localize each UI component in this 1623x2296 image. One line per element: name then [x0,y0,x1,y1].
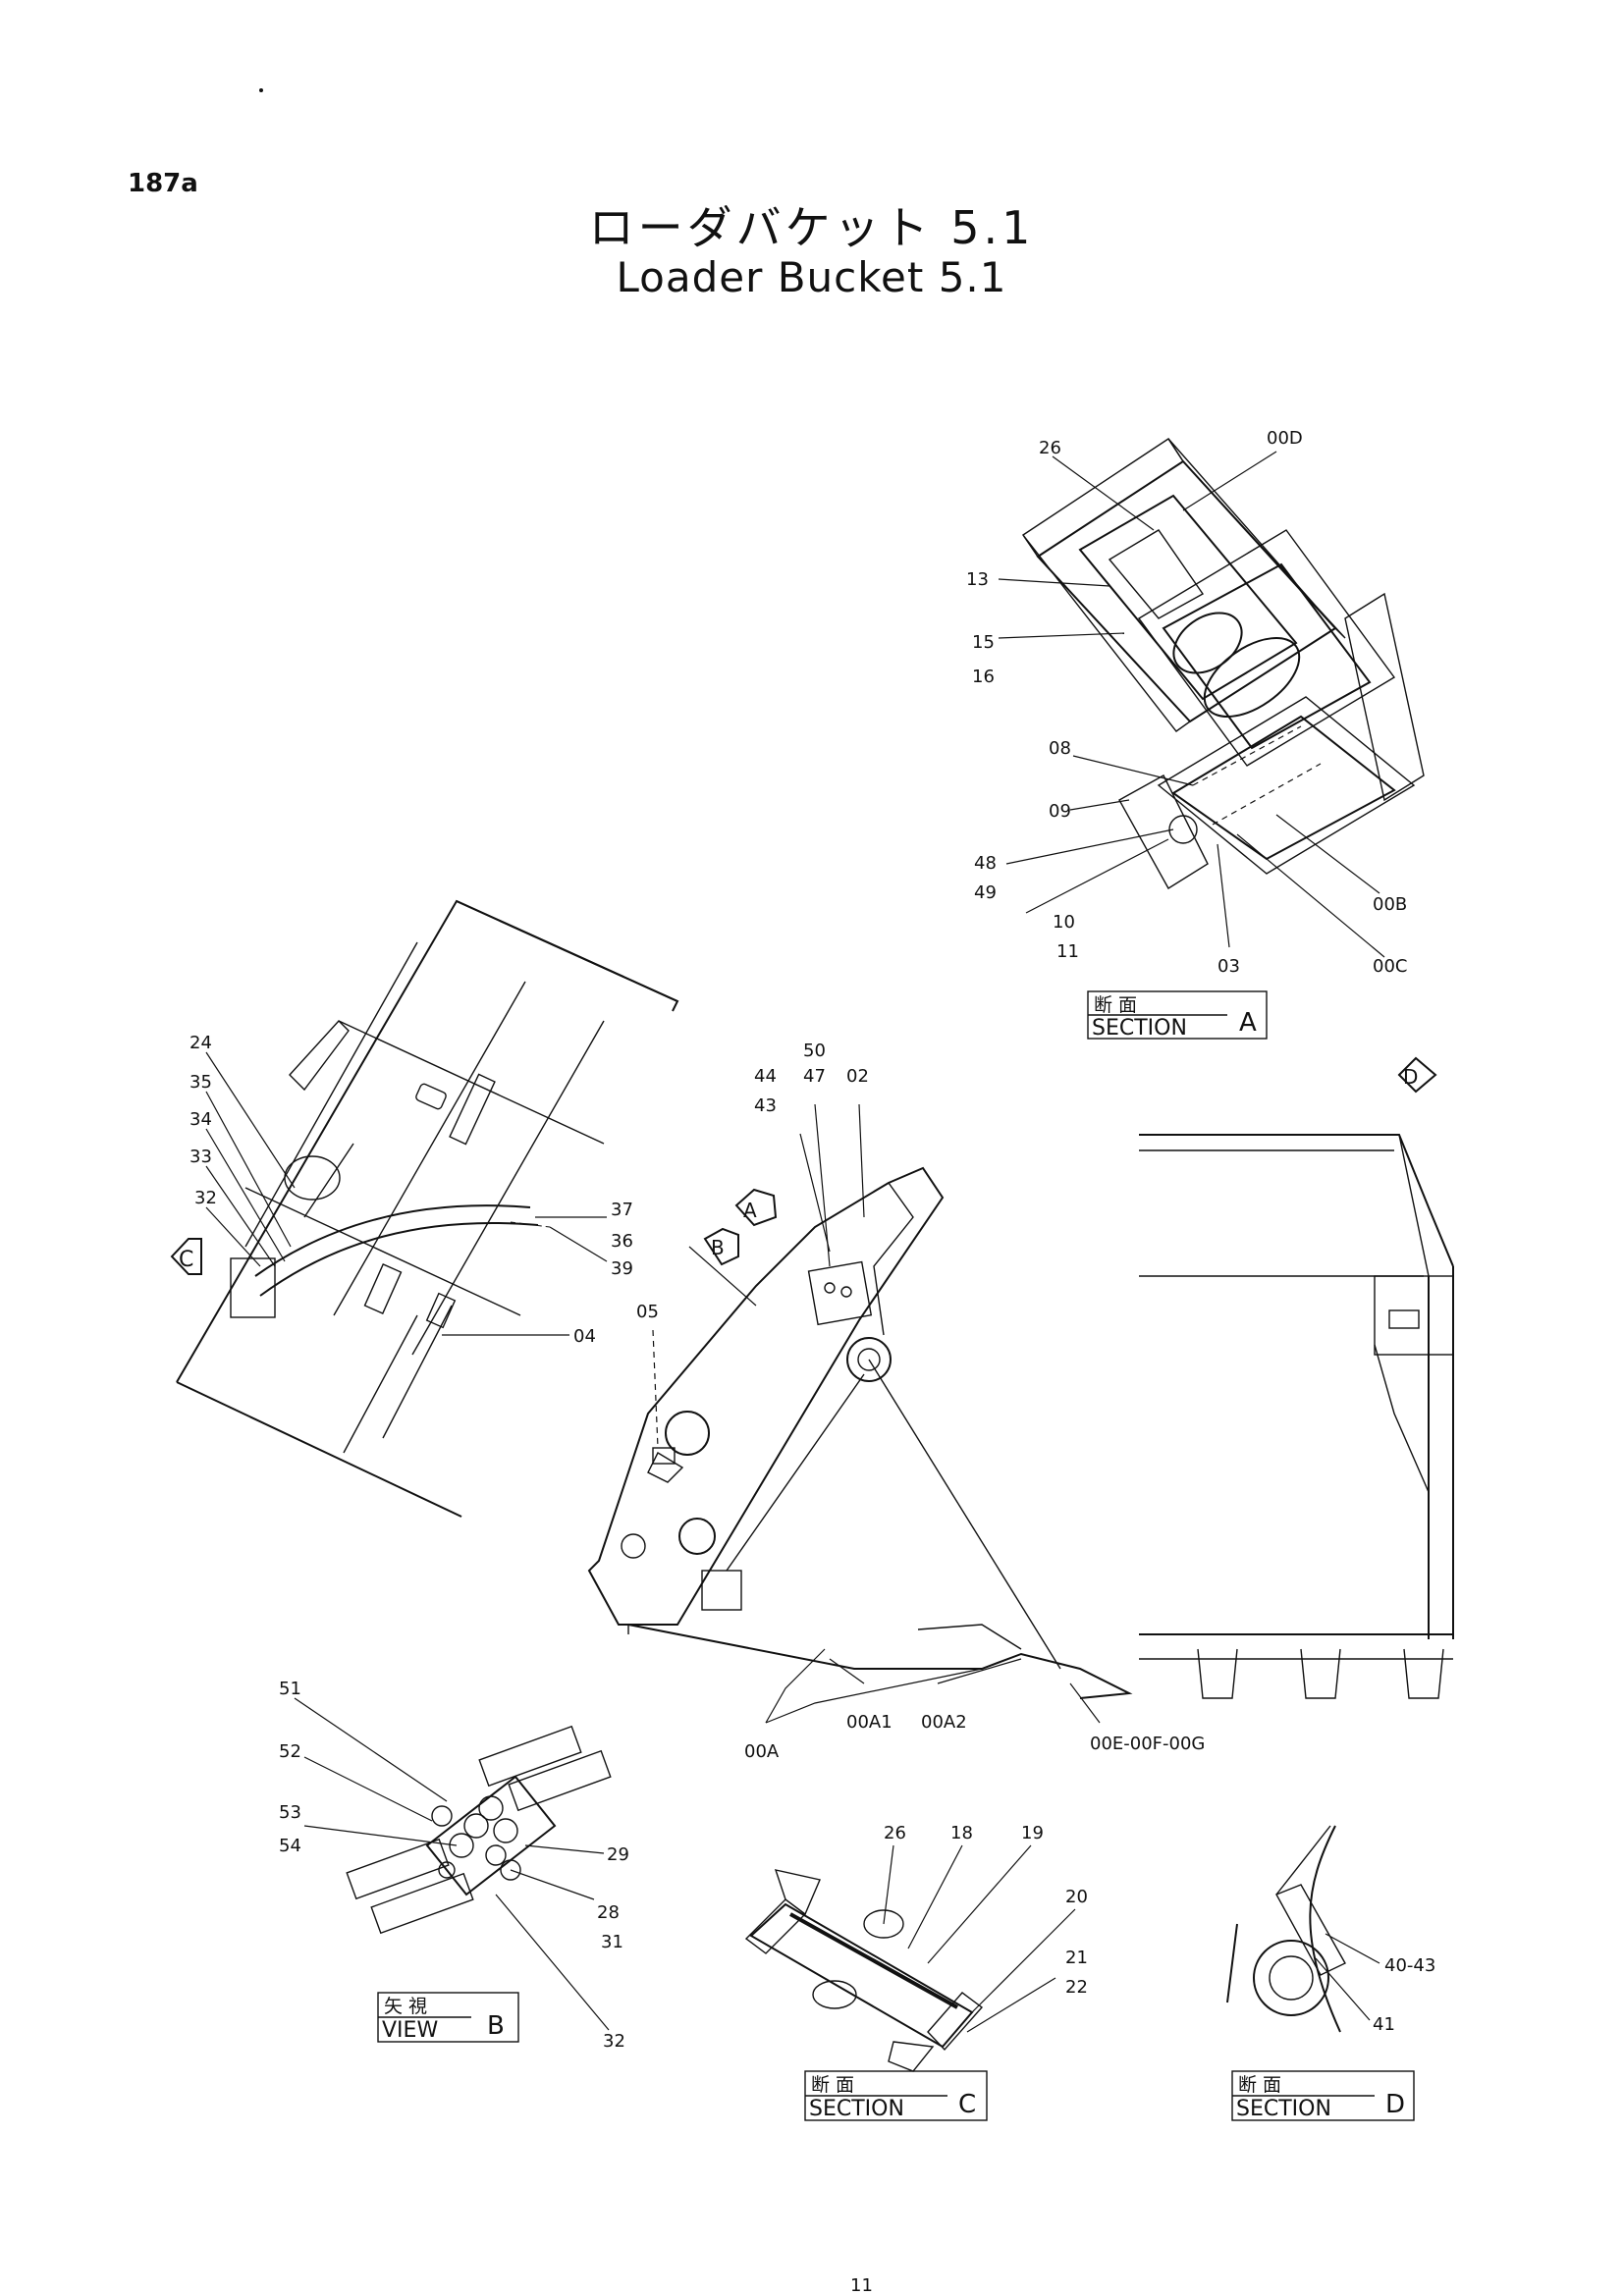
svg-text:A: A [1239,1008,1257,1038]
label-33: 33 [189,1147,212,1167]
label-49: 49 [974,882,997,903]
section-a-drawing [998,438,1425,958]
label-00b: 00B [1373,894,1407,915]
label-08: 08 [1049,738,1071,759]
label-29: 29 [607,1844,629,1865]
label-11: 11 [1056,941,1079,962]
label-10: 10 [1053,912,1075,933]
view-b-drawing [294,1697,612,2031]
label-54: 54 [279,1836,301,1856]
label-41: 41 [1373,2014,1395,2035]
label-20: 20 [1065,1887,1088,1907]
label-24: 24 [189,1033,212,1053]
label-02: 02 [846,1066,869,1087]
label-09: 09 [1049,801,1071,822]
label-47: 47 [803,1066,826,1087]
label-36: 36 [611,1231,633,1252]
section-a-caption: 断 面 SECTION A [1087,990,1268,1041]
label-00a2: 00A2 [921,1712,967,1733]
section-c-drawing [744,1844,1076,2072]
marker-c: C [179,1248,193,1272]
bucket-drawing [1139,1056,1454,1699]
section-d-drawing [1226,1825,1380,2033]
label-00a: 00A [744,1741,780,1762]
svg-text:断 面: 断 面 [811,2074,854,2096]
label-21: 21 [1065,1948,1088,1968]
stray-dot [259,88,263,92]
marker-a: A [743,1199,757,1222]
label-16: 16 [972,667,995,687]
label-04: 04 [573,1326,596,1347]
svg-text:B: B [487,2011,505,2041]
side-view-drawing [170,899,679,1518]
svg-text:断 面: 断 面 [1094,994,1137,1016]
label-43: 43 [754,1095,777,1116]
svg-text:VIEW: VIEW [382,2018,438,2043]
section-c-caption: 断 面 SECTION C [804,2070,988,2121]
main-view-drawing [587,1103,1133,1724]
label-48: 48 [974,853,997,874]
label-19: 19 [1021,1823,1044,1843]
label-26-c: 26 [884,1823,906,1843]
marker-b: B [711,1236,725,1259]
title-english: Loader Bucket 5.1 [616,253,1007,301]
label-00d: 00D [1267,428,1303,449]
label-22: 22 [1065,1977,1088,1998]
label-40-43: 40-43 [1384,1955,1435,1976]
label-00a1: 00A1 [846,1712,893,1733]
label-28: 28 [597,1902,620,1923]
label-51: 51 [279,1679,301,1699]
page-number: 187a [128,169,198,198]
label-52: 52 [279,1741,301,1762]
footer-page-mark: 11 [850,2275,873,2296]
label-05: 05 [636,1302,659,1322]
label-35: 35 [189,1072,212,1093]
label-32-view: 32 [603,2031,625,2052]
marker-d: D [1403,1065,1418,1089]
label-37: 37 [611,1200,633,1220]
label-31: 31 [601,1932,623,1952]
section-d-caption: 断 面 SECTION D [1231,2070,1415,2121]
label-44: 44 [754,1066,777,1087]
label-50: 50 [803,1041,826,1061]
label-32-side: 32 [194,1188,217,1208]
label-53: 53 [279,1802,301,1823]
svg-text:SECTION: SECTION [1092,1016,1187,1041]
view-b-caption: 矢 視 VIEW B [377,1992,519,2043]
label-03: 03 [1217,956,1240,977]
svg-text:D: D [1385,2090,1405,2119]
title-japanese: ローダバケット 5.1 [588,201,1035,254]
label-13: 13 [966,569,989,590]
svg-text:断 面: 断 面 [1238,2074,1281,2096]
svg-text:C: C [958,2090,976,2119]
svg-text:SECTION: SECTION [1236,2097,1331,2121]
label-18: 18 [950,1823,973,1843]
label-26-a: 26 [1039,438,1061,458]
svg-text:矢 視: 矢 視 [384,1996,427,2017]
label-00c: 00C [1373,956,1407,977]
label-39: 39 [611,1258,633,1279]
svg-text:SECTION: SECTION [809,2097,904,2121]
label-00e-00f-00g: 00E-00F-00G [1090,1734,1205,1754]
label-34: 34 [189,1109,212,1130]
label-15: 15 [972,632,995,653]
